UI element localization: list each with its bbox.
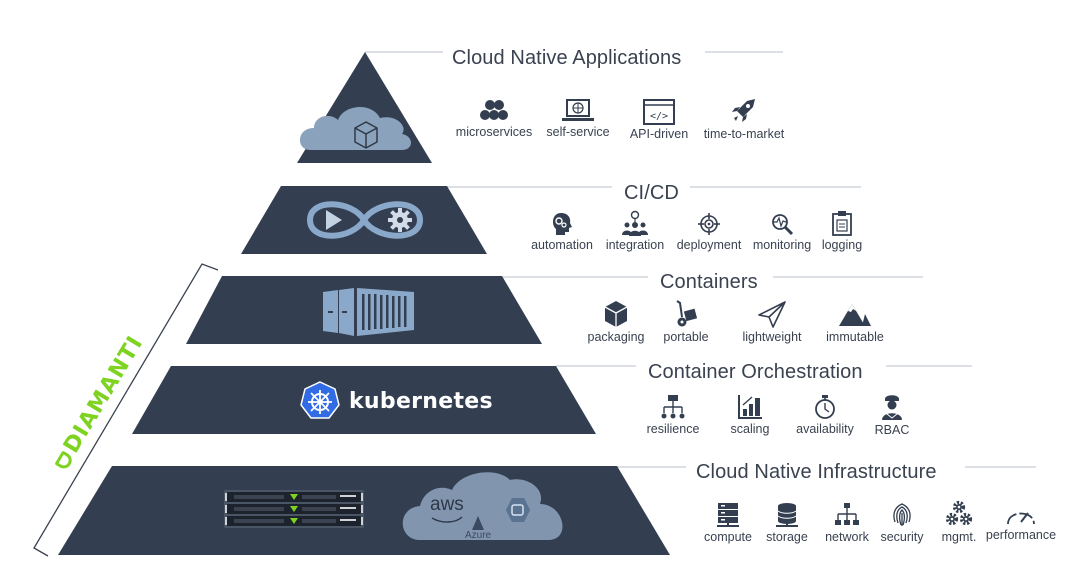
gauge-icon [1007, 512, 1035, 525]
feature-storage: storage [742, 502, 832, 544]
kubernetes-logo-text: kubernetes [349, 389, 493, 414]
feature-immutable: immutable [810, 300, 900, 344]
feature-monitoring: monitoring [737, 212, 827, 252]
feature-scaling: scaling [705, 394, 795, 436]
tier-title-containers: Containers [660, 271, 758, 293]
feature-label: integration [605, 238, 665, 252]
feature-deployment: deployment [664, 212, 754, 252]
gears-icon [945, 500, 973, 526]
code-window-icon: </> [643, 99, 675, 125]
feature-label: compute [704, 530, 752, 544]
hexagon-cluster-icon [480, 100, 508, 120]
server-rack-icon [224, 490, 364, 528]
hierarchy-icon [661, 395, 685, 419]
kubernetes-helm-icon [300, 381, 340, 419]
box-icon [604, 301, 628, 327]
infinity-play-gear-icon [306, 201, 424, 239]
feature-label: packaging [587, 330, 645, 344]
public-cloud-icon [402, 472, 563, 540]
feature-label: storage [766, 530, 808, 544]
clipboard-icon [832, 211, 852, 236]
feature-label: network [825, 530, 869, 544]
tier-title-applications: Cloud Native Applications [452, 47, 682, 69]
feature-label: monitoring [752, 238, 812, 252]
feature-network: network [802, 502, 892, 544]
feature-label: logging [821, 238, 863, 252]
feature-microservices: microservices [449, 99, 539, 139]
feature-label: RBAC [874, 423, 910, 437]
feature-compute: compute [683, 502, 773, 544]
feature-performance: performance [976, 502, 1066, 542]
feature-label: self-service [546, 125, 610, 139]
feature-rbac: RBAC [847, 393, 937, 437]
target-icon [698, 213, 720, 235]
feature-label: lightweight [742, 330, 802, 344]
feature-label: mgmt. [941, 530, 977, 544]
feature-automation: automation [517, 212, 607, 252]
feature-integration: integration [590, 210, 680, 252]
tier-title-cicd: CI/CD [624, 182, 679, 204]
tier-title-infrastructure: Cloud Native Infrastructure [696, 461, 937, 483]
rocket-icon [732, 99, 755, 122]
svg-text:</>: </> [650, 111, 668, 122]
feature-logging: logging [797, 210, 887, 252]
azure-logo-icon [472, 516, 484, 530]
feature-lightweight: lightweight [727, 300, 817, 344]
feature-label: performance [985, 528, 1057, 542]
feature-resilience: resilience [628, 394, 718, 436]
aws-logo-text: aws [430, 494, 464, 515]
feature-label: resilience [646, 422, 700, 436]
head-gears-icon [553, 213, 572, 235]
laptop-globe-icon [562, 99, 594, 121]
tier-title-orchestration: Container Orchestration [648, 361, 863, 383]
amazon-smile-icon [431, 516, 463, 523]
feature-self-service: self-service [533, 99, 623, 139]
feature-time-to-market: time-to-market [699, 97, 789, 141]
server-icon [717, 503, 739, 527]
mountain-icon [839, 304, 871, 326]
feature-label: scaling [730, 422, 770, 436]
azure-logo-text: Azure [465, 530, 492, 541]
cloud-cube-icon [299, 106, 411, 150]
feature-api-driven: </> API-driven [614, 99, 704, 141]
magnifier-pulse-icon [772, 214, 794, 236]
feature-security: security [857, 500, 947, 544]
fingerprint-icon [893, 503, 911, 526]
network-icon [835, 503, 859, 525]
tier-orchestration-shape [132, 366, 596, 434]
feature-mgmt: mgmt. [914, 500, 1004, 544]
stopwatch-icon [815, 395, 835, 419]
feature-label: deployment [676, 238, 742, 252]
feature-label: availability [796, 422, 854, 436]
diamanti-bracket [33, 263, 219, 557]
bar-chart-icon [738, 395, 762, 419]
feature-label: portable [663, 330, 709, 344]
feature-label: automation [531, 238, 593, 252]
feature-availability: availability [780, 394, 870, 436]
database-icon [776, 503, 798, 527]
feature-label: API-driven [629, 127, 689, 141]
feature-label: security [880, 530, 924, 544]
paper-plane-icon [758, 301, 786, 328]
feature-label: microservices [455, 125, 533, 139]
shipping-container-icon [323, 288, 414, 336]
officer-icon [882, 395, 902, 420]
feature-label: time-to-market [703, 127, 785, 141]
feature-packaging: packaging [571, 300, 661, 344]
hand-truck-icon [676, 300, 698, 327]
feature-portable: portable [641, 300, 731, 344]
team-pin-icon [622, 210, 648, 236]
feature-label: immutable [826, 330, 884, 344]
